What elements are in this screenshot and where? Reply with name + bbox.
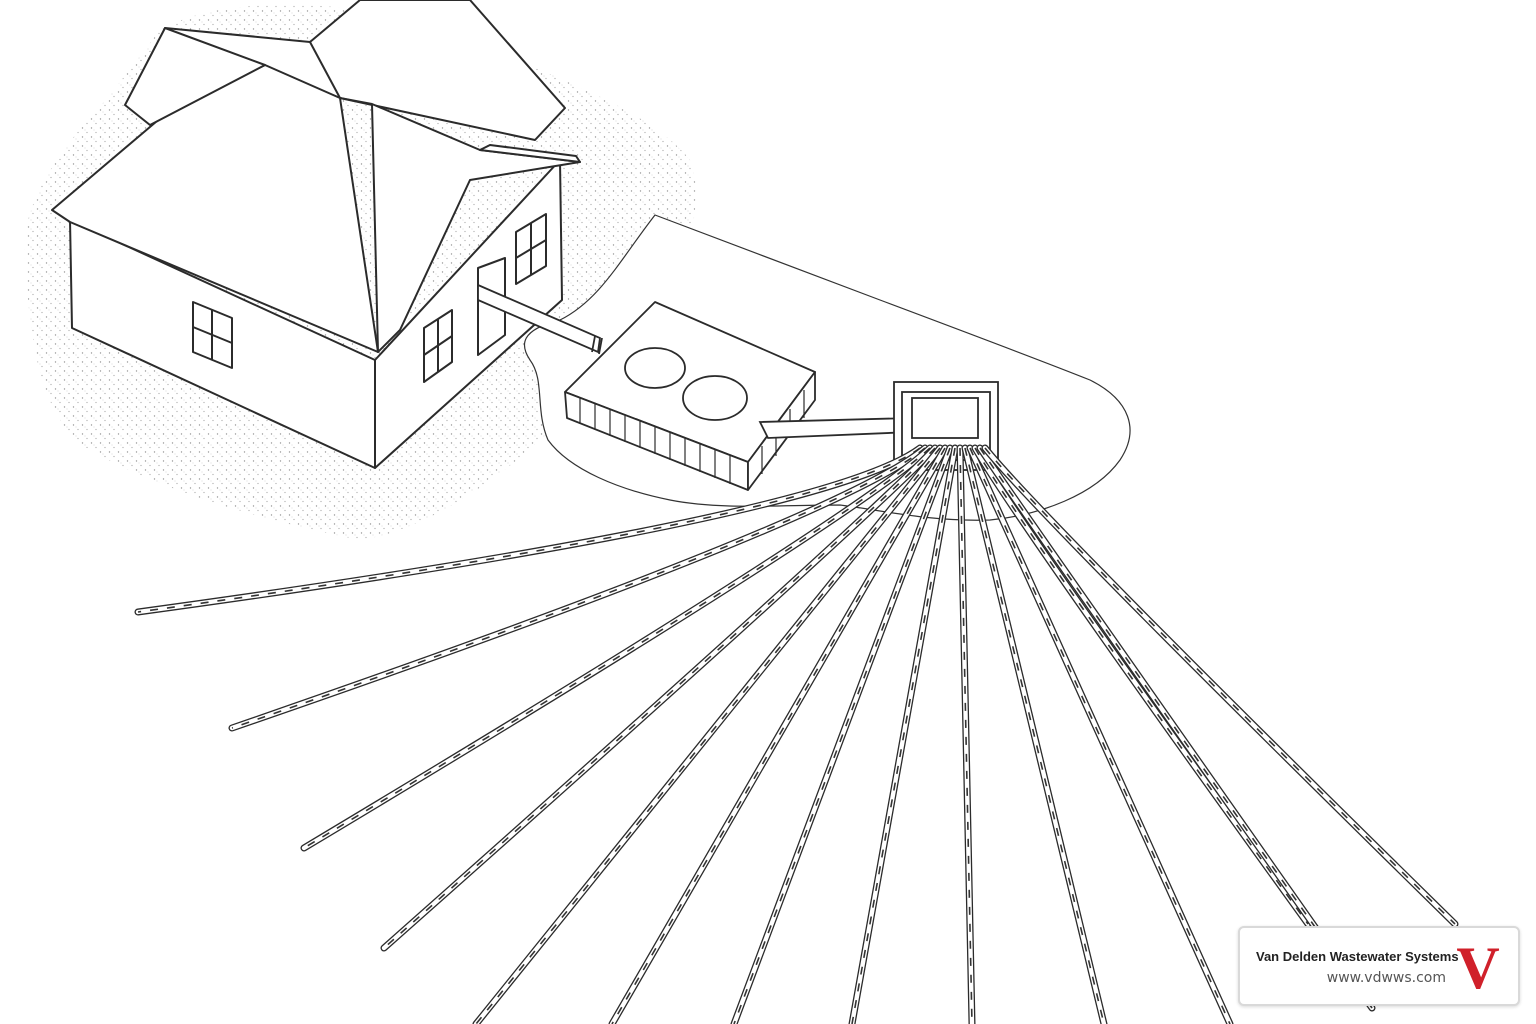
distribution-box	[893, 381, 999, 471]
drain-field-laterals	[134, 444, 1459, 1024]
lateral-perforations	[979, 447, 1373, 1009]
lateral-perforations	[231, 447, 926, 729]
lateral-perforations	[383, 447, 936, 949]
lateral-pipe-interior	[849, 445, 958, 1024]
brand-url[interactable]: www.vdwws.com	[1326, 970, 1446, 986]
house	[51, 0, 581, 469]
lateral-perforations	[303, 447, 931, 849]
lateral-perforations	[974, 447, 1309, 925]
brand-name: Van Delden Wastewater Systems	[1256, 949, 1459, 964]
window	[515, 213, 547, 285]
lateral-perforations	[475, 447, 941, 1024]
lateral-perforations	[959, 447, 973, 1024]
lateral-perforations	[137, 447, 921, 613]
lateral-pipe-interior	[967, 445, 1233, 1024]
brand-logo-letter: V	[1456, 936, 1499, 998]
brand-logo: V	[1456, 936, 1499, 998]
lateral-pipe-interior	[962, 445, 1107, 1024]
house-outlet-pipe	[477, 283, 603, 355]
lateral-perforations	[611, 447, 946, 1024]
window	[423, 309, 453, 383]
lateral-perforations	[733, 447, 951, 1024]
window	[192, 301, 233, 369]
lateral-perforations	[984, 447, 1456, 925]
lateral-pipe-interior	[982, 445, 1458, 927]
brand-card[interactable]: Van Delden Wastewater Systems www.vdwws.…	[1238, 926, 1520, 1006]
